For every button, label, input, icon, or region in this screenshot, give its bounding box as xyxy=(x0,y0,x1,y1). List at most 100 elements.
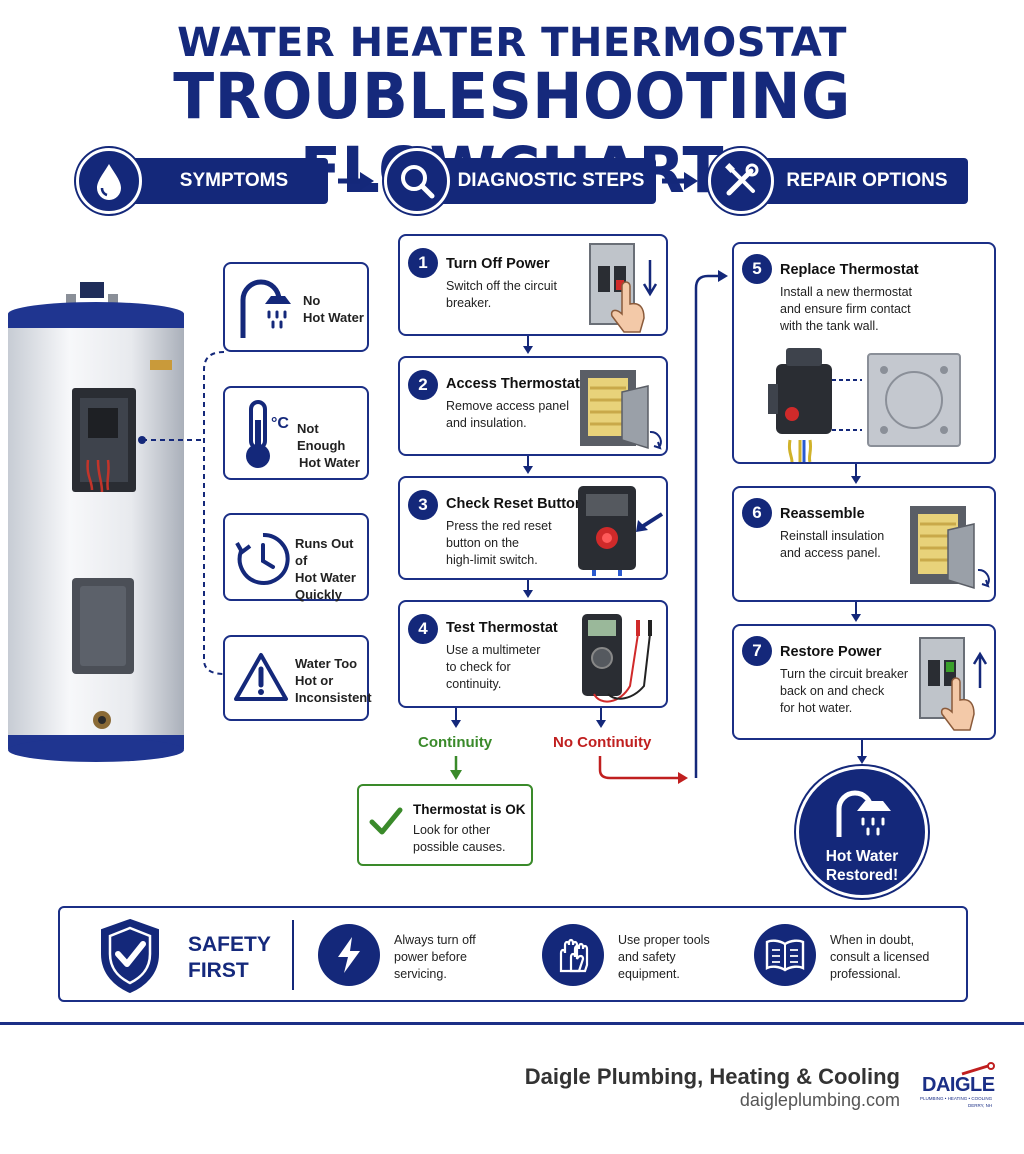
no-continuity-connector xyxy=(598,270,728,784)
daigle-logo: DAIGLE PLUMBING • HEATING • COOLING DERR… xyxy=(918,1062,1008,1116)
thermostat-part-icon xyxy=(768,348,961,462)
step-1-number: 1 xyxy=(408,248,438,278)
breaker-on-icon xyxy=(919,637,988,731)
repair-header-label: REPAIR OPTIONS xyxy=(786,170,948,191)
safety-first-panel: SAFETY FIRST Always turn off power befor… xyxy=(58,906,968,1002)
continuity-arrow-down xyxy=(450,756,462,780)
step-2-title: Access Thermostat xyxy=(446,376,580,392)
diagnostic-header: DIAGNOSTIC STEPS xyxy=(430,158,656,204)
tank-symptom-connector xyxy=(138,351,225,675)
step-4-desc-line1: Use a multimeter xyxy=(446,643,541,657)
step-7-desc-line2: back on and check xyxy=(780,684,885,698)
symptom-3-line2: Hot Water xyxy=(295,570,356,585)
step-5-number: 5 xyxy=(742,254,772,284)
reset-switch-icon xyxy=(578,486,664,576)
symptom-2-line1: Not Enough xyxy=(297,421,346,453)
ok-box-desc-line2: possible causes. xyxy=(413,840,506,854)
hot-water-restored-badge: Hot Water Restored! xyxy=(796,766,928,898)
step-6-title: Reassemble xyxy=(780,506,865,522)
step-2-number: 2 xyxy=(408,370,438,400)
gloves-icon xyxy=(542,924,604,986)
shower-icon xyxy=(836,790,891,837)
step-card-3: 3 Check Reset Button Press the red reset… xyxy=(398,476,668,580)
step-5-desc-line3: with the tank wall. xyxy=(780,319,879,333)
step-2-desc-line2: and insulation. xyxy=(446,416,527,430)
restored-line1: Hot Water xyxy=(825,848,899,865)
step-7-number: 7 xyxy=(742,636,772,666)
step-4-desc-line3: continuity. xyxy=(446,677,502,691)
step-7-title: Restore Power xyxy=(780,644,882,660)
symptoms-header: SYMPTOMS xyxy=(120,158,328,204)
safety-tip-3-line1: When in doubt, xyxy=(830,933,915,947)
restored-line2: Restored! xyxy=(825,867,899,884)
step-4-number: 4 xyxy=(408,614,438,644)
step-card-4: 4 Test Thermostat Use a multimeter to ch… xyxy=(398,600,668,708)
step-6-desc-line2: and access panel. xyxy=(780,546,881,560)
breaker-off-icon xyxy=(589,243,658,333)
branch-continuity-label: Continuity xyxy=(418,734,493,751)
thermostat-ok-box: Thermostat is OK Look for other possible… xyxy=(357,784,533,866)
water-heater-illustration xyxy=(0,280,200,770)
header-arrow-1 xyxy=(338,172,374,190)
ok-box-desc-line1: Look for other xyxy=(413,823,491,837)
symptom-card-3: Runs Out of Hot Water Quickly xyxy=(223,513,369,602)
safety-tip-3-line3: professional. xyxy=(830,967,901,981)
access-panel-icon xyxy=(580,370,662,450)
step-3-number: 3 xyxy=(408,490,438,520)
step-1-desc-line1: Switch off the circuit xyxy=(446,279,557,293)
title-line-1: WATER HEATER THERMOSTAT xyxy=(177,20,847,66)
branch-no-continuity-label: No Continuity xyxy=(553,734,652,751)
thermometer-icon: °C xyxy=(246,400,289,468)
safety-divider xyxy=(292,920,294,990)
step-5-title: Replace Thermostat xyxy=(780,262,919,278)
logo-tagline: PLUMBING • HEATING • COOLING xyxy=(920,1096,993,1101)
step-3-desc-line1: Press the red reset xyxy=(446,519,552,533)
step-4-desc-line2: to check for xyxy=(446,660,511,674)
step-7-desc-line3: for hot water. xyxy=(780,701,853,715)
step-1-desc-line2: breaker. xyxy=(446,296,492,310)
header-arrow-2 xyxy=(662,172,698,190)
symptom-card-1: No Hot Water xyxy=(223,262,369,352)
step-arrow-1-2 xyxy=(523,336,533,354)
step-6-number: 6 xyxy=(742,498,772,528)
step-1-title: Turn Off Power xyxy=(446,256,550,272)
clock-icon xyxy=(235,532,290,585)
shower-icon xyxy=(240,279,291,338)
footer-website-link[interactable]: daigleplumbing.com xyxy=(739,1090,900,1110)
symptom-card-2: °C Not Enough Hot Water xyxy=(223,386,369,480)
step-arrow-2-3 xyxy=(523,456,533,474)
step-arrow-3-4 xyxy=(523,580,533,598)
branch-arrow-continuity xyxy=(451,708,461,728)
logo-wordmark: DAIGLE xyxy=(922,1074,995,1096)
symptom-4-line1: Water Too xyxy=(295,656,358,671)
access-panel-icon xyxy=(910,506,990,590)
step-5-desc-line2: and ensure firm contact xyxy=(780,302,911,316)
repair-card-7: 7 Restore Power Turn the circuit breaker… xyxy=(732,624,996,740)
book-icon xyxy=(754,924,816,986)
step-6-desc-line1: Reinstall insulation xyxy=(780,529,885,543)
repair-arrow-7-restored xyxy=(857,740,867,764)
water-drop-icon xyxy=(76,148,142,214)
safety-tip-2-line1: Use proper tools xyxy=(618,933,710,947)
symptom-3-line3: Quickly xyxy=(295,587,342,602)
repair-card-6: 6 Reassemble Reinstall insulation and ac… xyxy=(732,486,996,602)
symptoms-header-label: SYMPTOMS xyxy=(179,170,289,191)
tools-icon xyxy=(708,148,774,214)
repair-header: REPAIR OPTIONS xyxy=(752,158,968,204)
safety-tip-2-line3: equipment. xyxy=(618,967,680,981)
lightning-icon xyxy=(318,924,380,986)
step-7-desc-line1: Turn the circuit breaker xyxy=(780,667,909,681)
symptom-1-line2: Hot Water xyxy=(303,310,364,325)
step-3-title: Check Reset Button xyxy=(446,496,584,512)
diagnostic-header-label: DIAGNOSTIC STEPS xyxy=(457,170,645,191)
shield-icon xyxy=(101,918,159,994)
step-2-desc-line1: Remove access panel xyxy=(446,399,569,413)
branch-arrow-no-continuity xyxy=(596,708,606,728)
symptom-4-line3: Inconsistent xyxy=(295,690,372,705)
repair-card-5: 5 Replace Thermostat Install a new therm… xyxy=(732,242,996,464)
step-3-desc-line3: high-limit switch. xyxy=(446,553,538,567)
ok-box-title: Thermostat is OK xyxy=(413,802,526,817)
safety-tip-3-line2: consult a licensed xyxy=(830,950,930,964)
safety-tip-1-line1: Always turn off xyxy=(394,933,476,947)
symptom-3-line1: Runs Out of xyxy=(295,536,354,568)
